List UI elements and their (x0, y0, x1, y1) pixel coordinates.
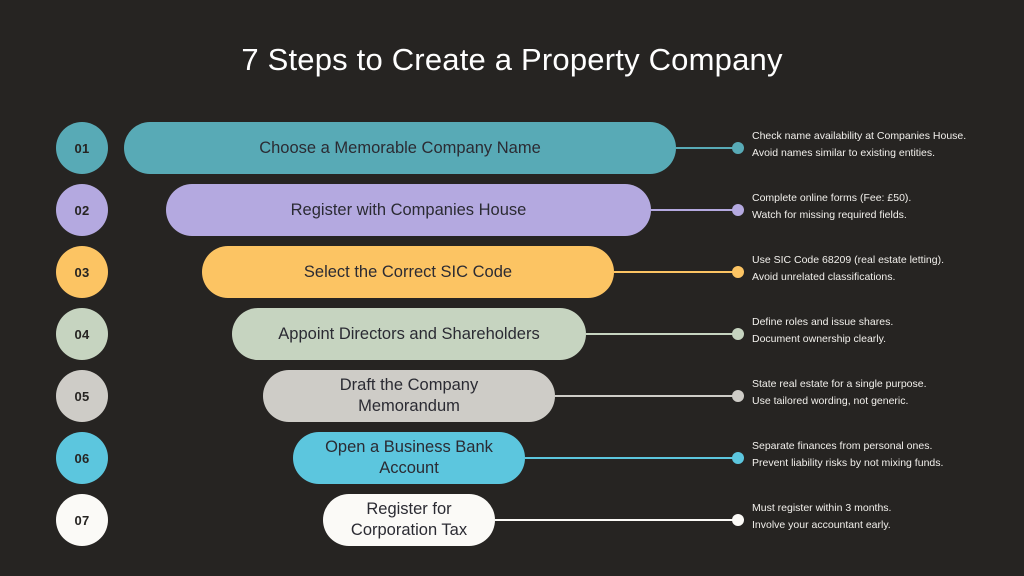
step-note-01: Check name availability at Companies Hou… (752, 128, 966, 161)
step-note-02: Complete online forms (Fee: £50). Watch … (752, 190, 911, 223)
step-pill-01[interactable]: Choose a Memorable Company Name (124, 122, 676, 174)
step-note-line-2: Document ownership clearly. (752, 332, 887, 345)
step-number-label: 05 (74, 388, 90, 404)
step-number-label: 06 (74, 450, 90, 466)
step-pill-label-line-1: Draft the Company (339, 376, 479, 394)
step-note-06: Separate finances from personal ones. Pr… (752, 438, 943, 471)
step-row: 07 Register for Corporation Tax Must reg… (0, 494, 1024, 556)
step-row: 02 Register with Companies House Complet… (0, 184, 1024, 246)
step-pill-label-line-2: Corporation Tax (350, 521, 468, 539)
step-note-03: Use SIC Code 68209 (real estate letting)… (752, 252, 944, 285)
step-number-badge-04[interactable]: 04 (56, 308, 108, 360)
step-pill-label-line-2: Memorandum (358, 397, 460, 415)
step-pill-05[interactable]: Draft the Company Memorandum (263, 370, 555, 422)
step-note-05: State real estate for a single purpose. … (752, 376, 927, 409)
step-number-badge-03[interactable]: 03 (56, 246, 108, 298)
step-note-line-2: Use tailored wording, not generic. (752, 394, 909, 407)
step-connector-line-05 (555, 395, 736, 397)
steps-list: 01 Choose a Memorable Company Name Check… (0, 122, 1024, 556)
step-note-07: Must register within 3 months. Involve y… (752, 500, 891, 533)
step-number-label: 03 (74, 264, 90, 280)
step-connector-line-06 (525, 457, 736, 459)
step-pill-07[interactable]: Register for Corporation Tax (323, 494, 495, 546)
step-note-line-1: Check name availability at Companies Hou… (752, 130, 967, 142)
step-note-line-2: Avoid unrelated classifications. (752, 270, 896, 283)
step-number-label: 04 (74, 326, 90, 342)
step-connector-dot-04 (732, 328, 744, 340)
step-connector-dot-07 (732, 514, 744, 526)
step-pill-label: Choose a Memorable Company Name (259, 138, 541, 157)
step-number-badge-05[interactable]: 05 (56, 370, 108, 422)
step-pill-06[interactable]: Open a Business Bank Account (293, 432, 525, 484)
step-note-line-1: Use SIC Code 68209 (real estate letting)… (752, 254, 945, 266)
step-pill-02[interactable]: Register with Companies House (166, 184, 651, 236)
step-number-badge-02[interactable]: 02 (56, 184, 108, 236)
step-connector-dot-02 (732, 204, 744, 216)
step-connector-line-03 (614, 271, 736, 273)
step-connector-line-04 (586, 333, 736, 335)
step-note-line-2: Involve your accountant early. (752, 518, 891, 531)
step-number-badge-06[interactable]: 06 (56, 432, 108, 484)
step-connector-dot-05 (732, 390, 744, 402)
step-note-line-1: Must register within 3 months. (752, 502, 892, 514)
step-note-line-2: Avoid names similar to existing entities… (752, 146, 936, 159)
step-connector-line-01 (676, 147, 736, 149)
step-pill-label-line-1: Open a Business Bank (325, 438, 493, 456)
step-row: 04 Appoint Directors and Shareholders De… (0, 308, 1024, 370)
step-row: 03 Select the Correct SIC Code Use SIC C… (0, 246, 1024, 308)
page-title: 7 Steps to Create a Property Company (241, 42, 783, 77)
step-row: 05 Draft the Company Memorandum State re… (0, 370, 1024, 432)
step-note-line-1: Complete online forms (Fee: £50). (752, 192, 912, 204)
step-note-line-2: Watch for missing required fields. (752, 208, 907, 221)
step-number-label: 07 (74, 512, 90, 528)
step-note-04: Define roles and issue shares. Document … (752, 314, 893, 347)
step-pill-04[interactable]: Appoint Directors and Shareholders (232, 308, 586, 360)
step-connector-dot-01 (732, 142, 744, 154)
step-note-line-1: Separate finances from personal ones. (752, 440, 933, 452)
step-connector-line-07 (495, 519, 736, 521)
step-connector-dot-06 (732, 452, 744, 464)
step-pill-label: Register with Companies House (290, 200, 527, 219)
step-row: 01 Choose a Memorable Company Name Check… (0, 122, 1024, 184)
step-note-line-2: Prevent liability risks by not mixing fu… (752, 456, 944, 469)
step-note-line-1: Define roles and issue shares. (752, 316, 894, 328)
step-number-badge-01[interactable]: 01 (56, 122, 108, 174)
step-connector-line-02 (651, 209, 736, 211)
step-row: 06 Open a Business Bank Account Separate… (0, 432, 1024, 494)
step-number-label: 01 (74, 140, 90, 156)
step-pill-label-line-1: Register for (366, 500, 452, 518)
step-pill-label: Appoint Directors and Shareholders (278, 324, 540, 343)
step-note-line-1: State real estate for a single purpose. (752, 378, 927, 390)
step-number-label: 02 (74, 202, 90, 218)
step-number-badge-07[interactable]: 07 (56, 494, 108, 546)
step-pill-03[interactable]: Select the Correct SIC Code (202, 246, 614, 298)
step-pill-label: Select the Correct SIC Code (303, 262, 513, 281)
step-connector-dot-03 (732, 266, 744, 278)
step-pill-label-line-2: Account (379, 459, 439, 477)
